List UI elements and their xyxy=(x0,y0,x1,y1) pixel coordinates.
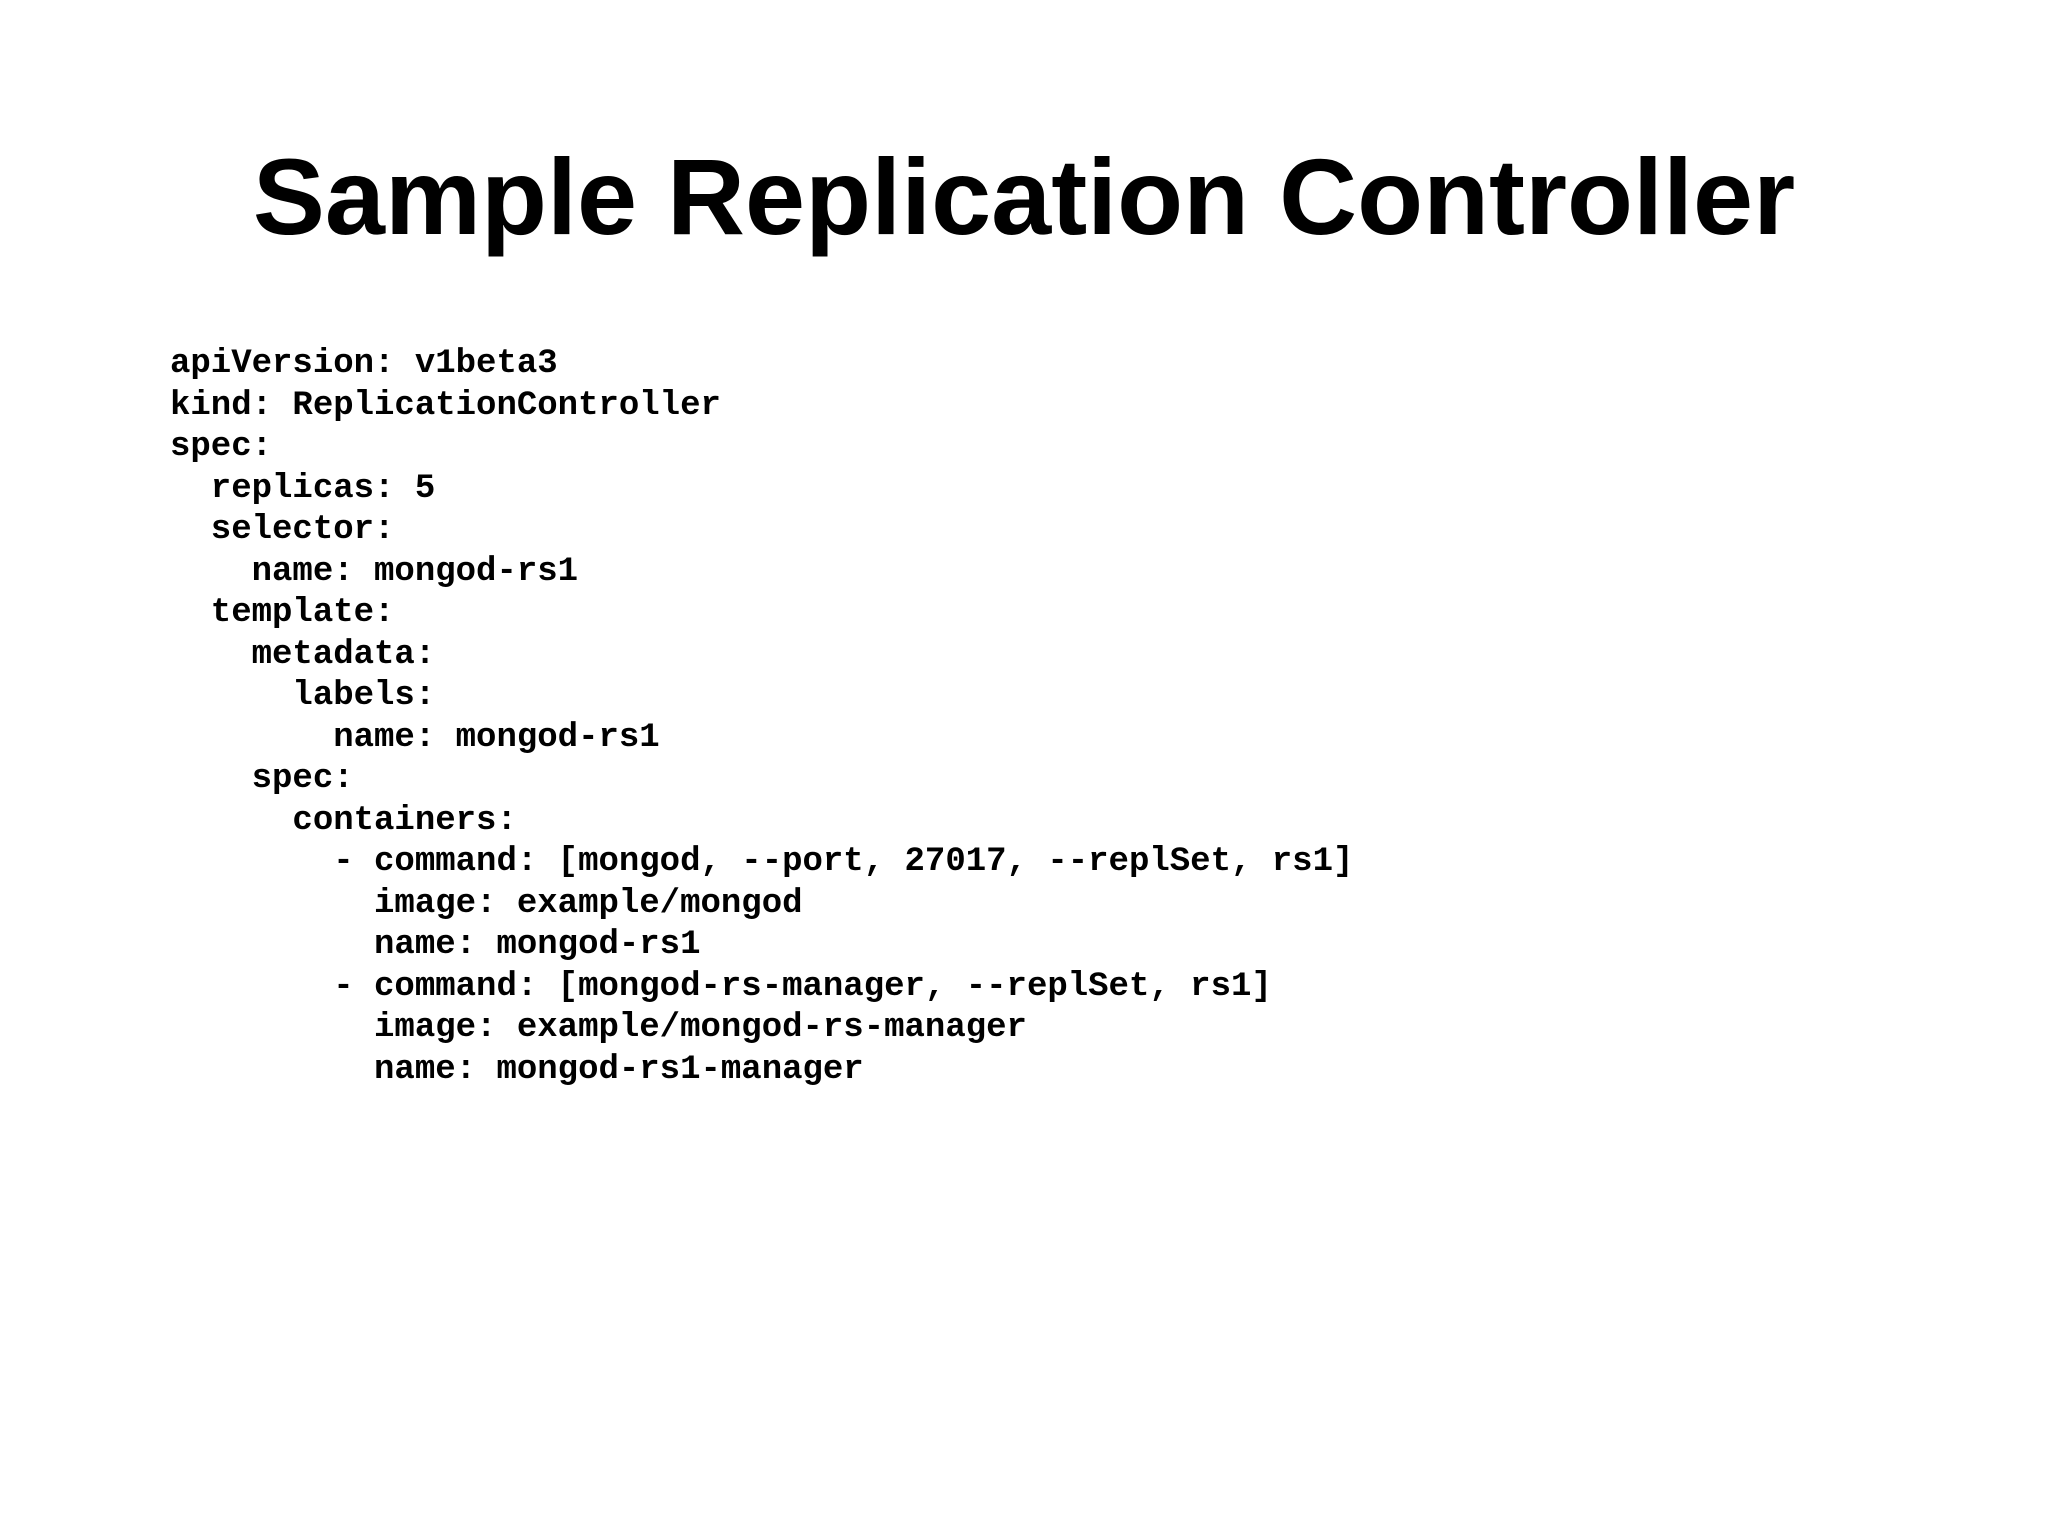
code-line: kind: ReplicationController xyxy=(170,386,721,425)
code-line: template: xyxy=(170,594,395,632)
code-line: image: example/mongod-rs-manager xyxy=(170,1009,1027,1047)
code-line: metadata: xyxy=(170,635,436,674)
code-line: spec: xyxy=(170,428,273,466)
code-line: selector: xyxy=(170,511,395,549)
slide-title: Sample Replication Controller xyxy=(252,136,1796,257)
code-line: name: mongod-rs1-manager xyxy=(170,1050,864,1089)
code-line: spec: xyxy=(170,760,354,798)
code-line: image: example/mongod xyxy=(170,884,803,923)
code-line: - command: [mongod-rs-manager, --replSet… xyxy=(170,967,1272,1006)
code-line: name: mongod-rs1 xyxy=(170,552,579,591)
code-line: name: mongod-rs1 xyxy=(170,718,660,757)
code-line: name: mongod-rs1 xyxy=(170,926,701,964)
code-line: - command: [mongod, --port, 27017, --rep… xyxy=(170,843,1354,881)
code-line: containers: xyxy=(170,801,517,840)
code-line: labels: xyxy=(170,677,436,715)
code-line: apiVersion: v1beta3 xyxy=(170,345,558,383)
code-line: replicas: 5 xyxy=(170,469,436,508)
